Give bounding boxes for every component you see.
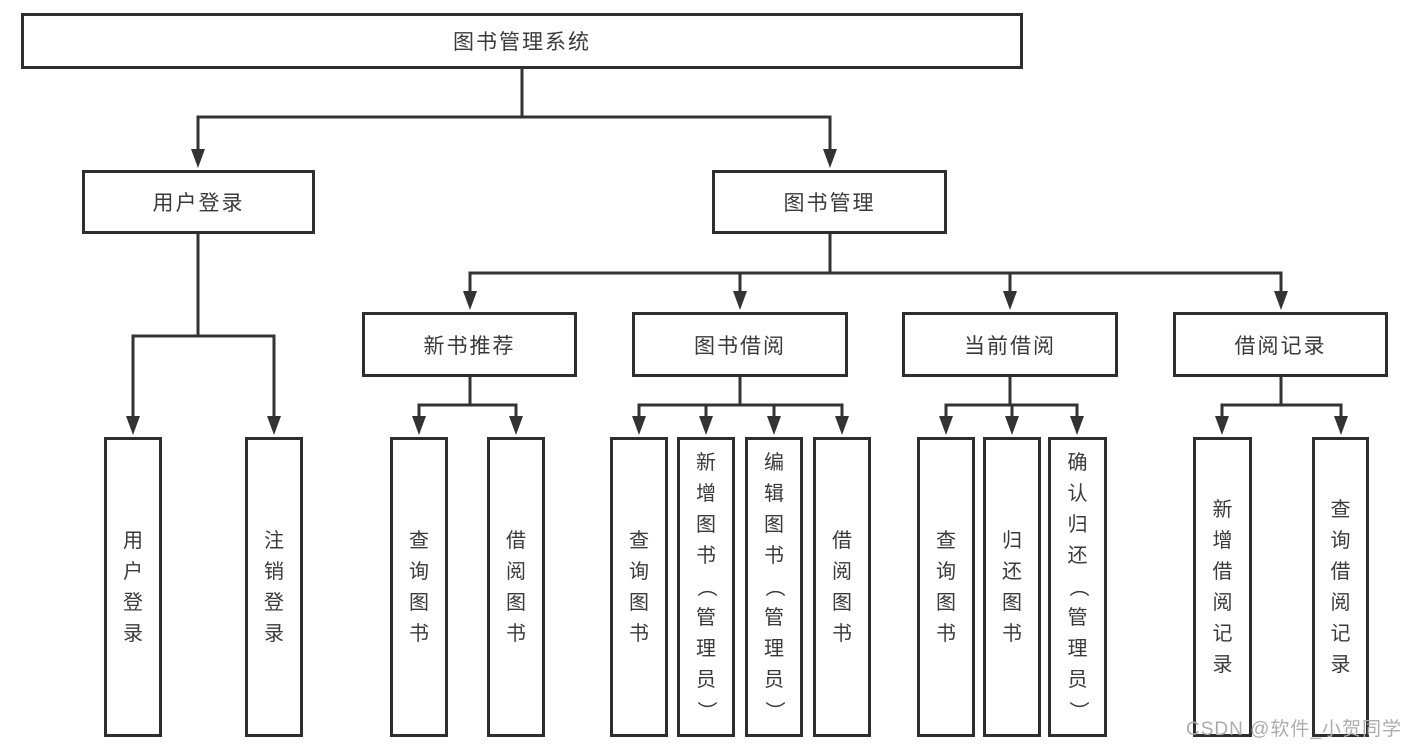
leaf-label: 注销登录 [264, 529, 284, 645]
leaf-label: 查询借阅记录 [1330, 498, 1351, 676]
leaf-confirm-return-admin: 确认归还（管理员） [1048, 437, 1107, 737]
leaf-label: 查询图书 [409, 529, 429, 645]
node-user-login: 用户登录 [82, 170, 315, 234]
leaf-return-books: 归还图书 [983, 437, 1041, 737]
connector-borrowing-records-split [1220, 377, 1343, 421]
leaf-label: 查询图书 [936, 529, 956, 645]
leaf-add-borrow-record: 新增借阅记录 [1193, 437, 1252, 737]
leaf-query-borrow-record: 查询借阅记录 [1312, 437, 1369, 737]
leaf-label: 编辑图书（管理员） [763, 452, 785, 721]
leaf-borrow-books: 借阅图书 [813, 437, 871, 737]
leaf-label: 归还图书 [1002, 529, 1022, 645]
leaf-label: 新增图书（管理员） [695, 452, 717, 721]
leaf-add-books-admin: 新增图书（管理员） [677, 437, 735, 737]
connector-root-split [196, 69, 832, 152]
node-book-borrowing: 图书借阅 [632, 312, 848, 377]
node-library-management-system: 图书管理系统 [21, 13, 1023, 69]
leaf-query-books-recommend: 查询图书 [390, 437, 448, 737]
connector-book-management-split [468, 234, 1283, 296]
leaf-label: 新增借阅记录 [1212, 498, 1233, 676]
watermark-text: CSDN @软件_小贺同学 [1186, 719, 1402, 740]
leaf-label: 用户登录 [123, 529, 143, 645]
leaf-label: 查询图书 [629, 529, 649, 645]
leaf-user-login: 用户登录 [104, 437, 162, 737]
leaf-edit-books-admin: 编辑图书（管理员） [745, 437, 803, 737]
leaf-label: 借阅图书 [832, 529, 852, 645]
node-new-book-recommendation: 新书推荐 [362, 312, 577, 377]
leaf-query-books-current: 查询图书 [917, 437, 975, 737]
leaf-label: 确认归还（管理员） [1066, 452, 1089, 721]
connector-new-book-split [417, 377, 518, 421]
leaf-query-books-borrowing: 查询图书 [610, 437, 668, 737]
connector-book-borrowing-split [637, 377, 844, 421]
node-current-borrowing: 当前借阅 [902, 312, 1118, 377]
leaf-borrow-books-recommend: 借阅图书 [487, 437, 545, 737]
connector-user-login-split [131, 234, 276, 421]
node-borrowing-records: 借阅记录 [1173, 312, 1388, 377]
node-book-management: 图书管理 [712, 170, 947, 234]
leaf-logout: 注销登录 [245, 437, 303, 737]
connector-current-borrowing-split [944, 377, 1079, 421]
leaf-label: 借阅图书 [506, 529, 526, 645]
